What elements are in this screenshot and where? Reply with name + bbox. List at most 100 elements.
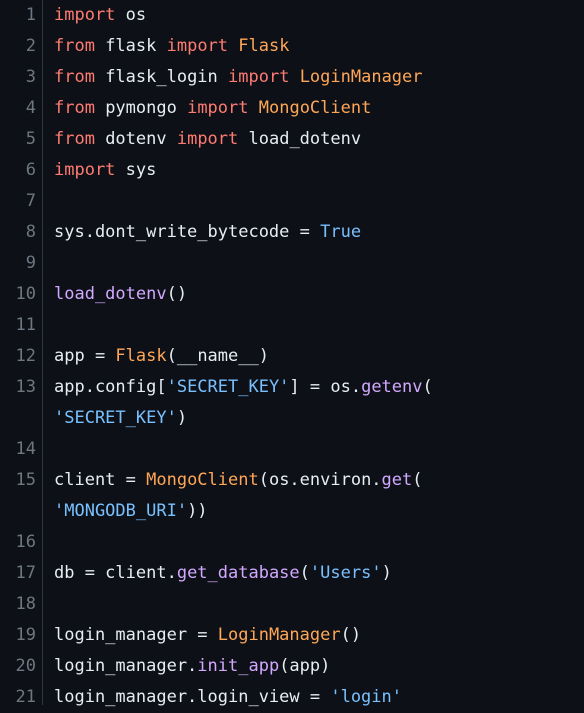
code-line[interactable]: 'MONGODB_URI')) [0, 496, 584, 527]
code-token-plain: login_manager = [54, 625, 218, 645]
code-token-str: True [320, 222, 362, 242]
code-text: login_manager.init_app(app) [54, 651, 330, 682]
code-token-cls: MongoClient [146, 470, 259, 490]
code-token-fn: get [381, 470, 413, 490]
code-token-plain: ( [412, 470, 423, 490]
line-number: 13 [15, 377, 36, 397]
code-text: 'SECRET_KEY') [54, 403, 187, 434]
line-number: 4 [25, 98, 36, 118]
code-token-plain: login_manager.login_view = [54, 687, 331, 707]
code-line[interactable]: 4 from pymongo import MongoClient [0, 93, 584, 124]
code-line[interactable]: 13 app.config['SECRET_KEY'] = os.getenv( [0, 372, 584, 403]
code-line[interactable]: 14 [0, 434, 584, 465]
code-text: app = Flask(__name__) [54, 341, 269, 372]
code-token-plain: (app) [279, 656, 331, 676]
code-line[interactable]: 9 [0, 248, 584, 279]
code-text: login_manager = LoginManager() [54, 620, 361, 651]
code-token-plain: flask [94, 36, 167, 56]
code-token-plain: ] = os. [289, 377, 362, 397]
code-token-plain: login_manager. [54, 656, 198, 676]
code-line[interactable]: 10 load_dotenv() [0, 279, 584, 310]
code-line[interactable]: 2 from flask import Flask [0, 31, 584, 62]
code-token-str: 'SECRET_KEY' [166, 377, 290, 397]
line-number: 2 [25, 36, 36, 56]
code-text: from flask import Flask [54, 31, 289, 62]
code-token-str: 'SECRET_KEY' [54, 408, 177, 428]
line-number: 6 [25, 160, 36, 180]
code-token-kw: import [187, 98, 249, 118]
code-line[interactable]: 18 [0, 589, 584, 620]
code-token-kw: from [54, 36, 95, 56]
code-token-plain [228, 36, 238, 56]
code-token-plain: sys [115, 160, 157, 180]
code-token-cls: Flask [238, 36, 290, 56]
code-token-cls: LoginManager [299, 67, 423, 87]
line-number: 9 [25, 253, 36, 273]
code-token-fn: getenv [361, 377, 423, 397]
code-line[interactable]: 12 app = Flask(__name__) [0, 341, 584, 372]
line-number: 11 [15, 315, 36, 335]
code-line[interactable]: 6 import sys [0, 155, 584, 186]
code-token-fn: load_dotenv [54, 284, 167, 304]
code-text: db = client.get_database('Users') [54, 558, 392, 589]
code-token-plain [289, 67, 299, 87]
code-line[interactable]: 16 [0, 527, 584, 558]
code-line[interactable]: 20 login_manager.init_app(app) [0, 651, 584, 682]
code-token-plain: (__name__) [166, 346, 269, 366]
code-token-cls: Flask [115, 346, 167, 366]
line-number: 17 [15, 563, 36, 583]
code-line[interactable]: 17 db = client.get_database('Users') [0, 558, 584, 589]
line-number: 7 [25, 191, 36, 211]
code-token-plain: os [115, 5, 147, 25]
line-number: 1 [25, 5, 36, 25]
code-token-plain: db = client. [54, 563, 177, 583]
line-number: 10 [15, 284, 36, 304]
code-token-kw: from [54, 129, 95, 149]
code-text: load_dotenv() [54, 279, 187, 310]
code-token-plain: ) [176, 408, 188, 428]
code-text: app.config['SECRET_KEY'] = os.getenv( [54, 372, 433, 403]
code-token-kw: from [54, 98, 95, 118]
line-number: 21 [15, 687, 36, 707]
code-token-kw: import [54, 160, 116, 180]
code-token-kw: import [166, 36, 229, 56]
code-token-str: 'login' [330, 687, 402, 707]
code-text: import sys [54, 155, 156, 186]
code-line[interactable]: 7 [0, 186, 584, 217]
code-token-kw: import [176, 129, 239, 149]
line-number: 15 [15, 470, 36, 490]
code-token-plain: () [166, 284, 188, 304]
line-number: 20 [15, 656, 36, 676]
code-token-cls: MongoClient [258, 98, 372, 118]
code-token-plain [249, 98, 259, 118]
line-number: 5 [25, 129, 36, 149]
code-text: from dotenv import load_dotenv [54, 124, 361, 155]
code-line[interactable]: 21 login_manager.login_view = 'login' [0, 682, 584, 713]
code-line[interactable]: 'SECRET_KEY') [0, 403, 584, 434]
code-token-plain: pymongo [94, 98, 188, 118]
line-number: 16 [15, 532, 36, 552]
code-line[interactable]: 5 from dotenv import load_dotenv [0, 124, 584, 155]
code-token-fn: init_app [197, 656, 280, 676]
code-token-plain: ( [422, 377, 433, 397]
line-number-gutter [0, 0, 43, 705]
code-token-plain: )) [187, 501, 208, 521]
code-token-plain: ) [381, 563, 392, 583]
code-token-plain: flask_login [94, 67, 229, 87]
code-token-plain: sys.dont_write_bytecode = [54, 222, 321, 242]
code-token-plain: client = [54, 470, 147, 490]
line-number: 12 [15, 346, 36, 366]
code-line[interactable]: 11 [0, 310, 584, 341]
code-token-plain: dotenv [94, 129, 177, 149]
line-number: 3 [25, 67, 36, 87]
code-token-plain: ( [299, 563, 310, 583]
code-token-fn: get_database [176, 563, 300, 583]
code-token-plain: app.config[ [54, 377, 167, 397]
